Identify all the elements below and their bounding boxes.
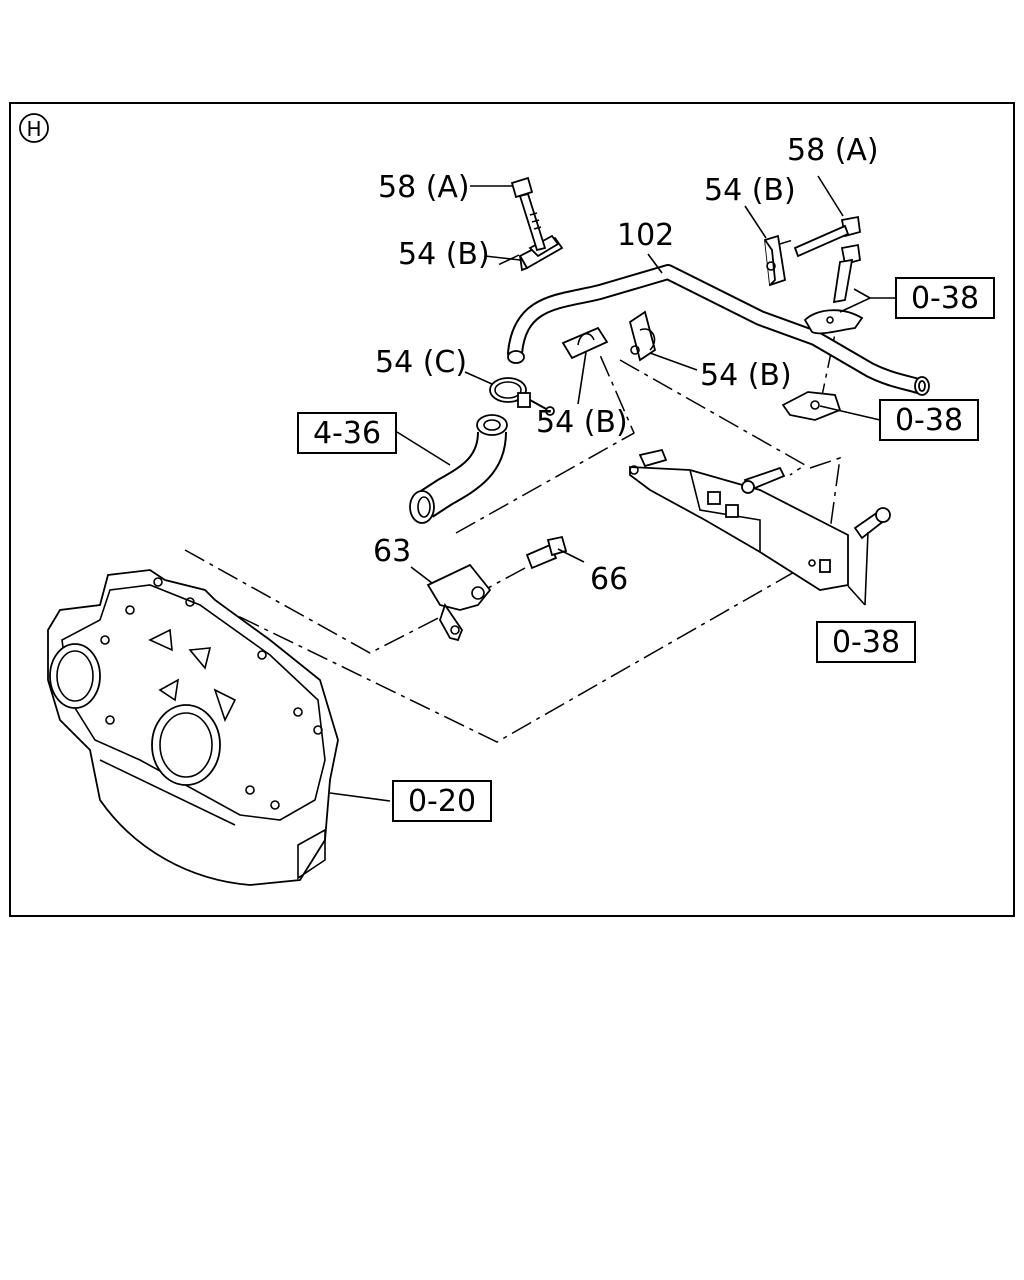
clip-upper-right	[764, 234, 787, 287]
flywheel-housing	[47, 569, 339, 886]
assembly-lines	[184, 239, 841, 743]
section-marker: H	[19, 113, 49, 143]
clip-lower-right	[628, 310, 657, 362]
ref-upper-right-text: 0-38	[911, 281, 979, 316]
label-clamp: 54 (C)	[375, 345, 467, 380]
ref-lower-right-text: 0-38	[832, 625, 900, 660]
ref-flywheel-housing: 0-20	[392, 780, 492, 822]
ref-hose: 4-36	[297, 412, 397, 454]
label-clip-upper-right: 54 (B)	[704, 173, 796, 208]
ref-hose-text: 4-36	[313, 416, 381, 451]
label-clip-upper-left: 54 (B)	[398, 237, 490, 272]
plate-upper	[803, 309, 864, 335]
label-clip-lower-right: 54 (B)	[700, 358, 792, 393]
hose	[409, 414, 508, 524]
bolt-top-right	[793, 215, 861, 258]
label-pipe: 102	[617, 218, 674, 253]
label-bolt-top-right: 58 (A)	[787, 133, 879, 168]
bolt-66	[525, 535, 568, 570]
label-bolt-bracket: 66	[590, 562, 628, 597]
plate-middle	[781, 391, 842, 421]
ref-lower-right: 0-38	[816, 621, 916, 663]
bolt-plate-upper	[832, 243, 861, 304]
bracket-63	[426, 563, 492, 642]
ref-flywheel-housing-text: 0-20	[408, 784, 476, 819]
leader-lines	[329, 175, 895, 802]
ref-upper-right: 0-38	[895, 277, 995, 319]
bolt-top-left	[510, 176, 547, 252]
label-bolt-top-left: 58 (A)	[378, 170, 470, 205]
diagram-frame	[9, 102, 1015, 917]
clip-lower-center	[561, 326, 609, 360]
pipe-102	[507, 264, 930, 396]
ref-middle-right: 0-38	[879, 399, 979, 441]
label-clip-lower-center: 54 (B)	[536, 405, 628, 440]
long-bracket	[629, 448, 891, 591]
label-bracket: 63	[373, 534, 411, 569]
ref-middle-right-text: 0-38	[895, 403, 963, 438]
section-marker-letter: H	[26, 117, 41, 141]
hose-clamp	[489, 377, 555, 416]
